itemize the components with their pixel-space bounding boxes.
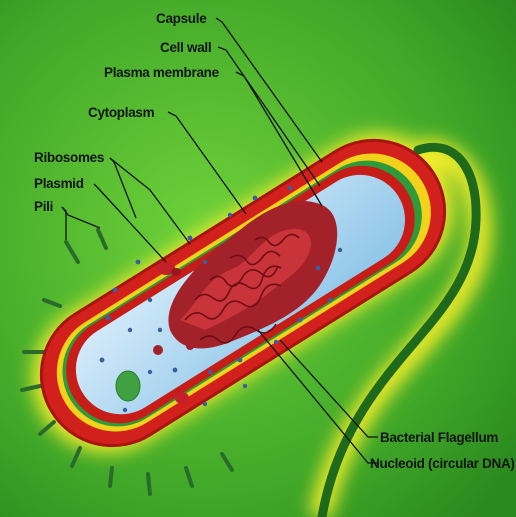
label-cell-wall: Cell wall	[160, 40, 211, 55]
label-flagellum: Bacterial Flagellum	[380, 430, 498, 445]
label-pili: Pili	[34, 199, 53, 214]
inclusion-body	[116, 371, 140, 401]
label-nucleoid: Nucleoid (circular DNA)	[370, 456, 515, 471]
label-cytoplasm: Cytoplasm	[88, 105, 155, 120]
label-ribosomes: Ribosomes	[34, 150, 104, 165]
label-capsule: Capsule	[156, 11, 207, 26]
label-plasma-membrane: Plasma membrane	[104, 65, 220, 80]
label-plasmid: Plasmid	[34, 176, 84, 191]
